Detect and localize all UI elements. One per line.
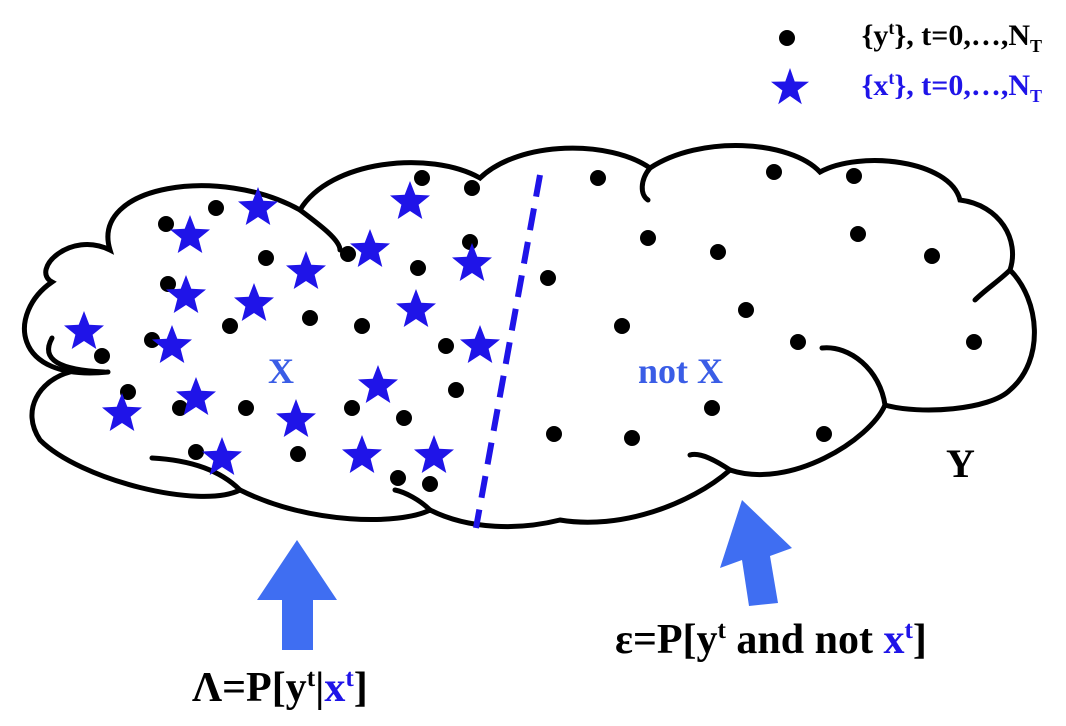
y-sample-dot <box>258 250 274 266</box>
x-sample-star <box>166 275 206 313</box>
x-sample-star <box>286 251 326 289</box>
x-sample-star <box>234 283 274 321</box>
set-y-label: Y <box>946 441 975 486</box>
y-sample-dot <box>172 400 188 416</box>
y-sample-dot <box>354 318 370 334</box>
legend-star-label: {xt}, t=0,…,NT <box>862 68 1042 107</box>
legend-dot-sup: t <box>888 18 895 38</box>
x-sample-star <box>176 377 216 415</box>
epsilon-arrow-icon <box>720 500 792 606</box>
lambda-formula-post: ] <box>353 665 368 711</box>
x-samples-stars <box>64 181 500 475</box>
y-sample-dot <box>340 246 356 262</box>
y-sample-dot <box>414 170 430 186</box>
x-sample-star <box>170 215 210 253</box>
x-sample-star <box>102 393 142 431</box>
legend-star-set-open: {x <box>861 69 889 102</box>
legend-star-sub: T <box>1029 86 1042 106</box>
y-sample-dot <box>710 244 726 260</box>
y-sample-dot <box>302 310 318 326</box>
y-sample-dot <box>438 338 454 354</box>
y-sample-dot <box>290 446 306 462</box>
x-sample-star <box>358 365 398 403</box>
y-sample-dot <box>238 400 254 416</box>
y-sample-dot <box>766 164 782 180</box>
x-sample-star <box>350 229 390 267</box>
epsilon-formula-sup-y: t <box>717 617 726 644</box>
y-sample-dot <box>462 234 478 250</box>
x-sample-star <box>276 399 316 437</box>
y-sample-dot <box>704 400 720 416</box>
y-sample-dot <box>344 400 360 416</box>
y-sample-dot <box>640 230 656 246</box>
y-sample-dot <box>464 180 480 196</box>
legend-star-shape <box>771 68 809 105</box>
y-sample-dot <box>850 226 866 242</box>
set-y-cloud-outline <box>21 143 1037 530</box>
y-sample-dot <box>410 260 426 276</box>
y-sample-dot <box>790 334 806 350</box>
y-sample-dot <box>448 382 464 398</box>
epsilon-formula-pre: ε=P[y <box>615 617 718 663</box>
y-sample-dot <box>222 318 238 334</box>
legend-dot-set-open: {y <box>861 19 889 52</box>
y-sample-dot <box>188 444 204 460</box>
region-not-x-label: not X <box>638 351 724 391</box>
y-sample-dot <box>390 470 406 486</box>
y-sample-dot <box>422 476 438 492</box>
y-sample-dot <box>120 384 136 400</box>
y-sample-dot <box>144 332 160 348</box>
x-sample-star <box>460 325 500 363</box>
y-sample-dot <box>160 276 176 292</box>
lambda-formula-sup-y: t <box>306 665 316 692</box>
x-sample-star <box>202 437 242 475</box>
lambda-formula-x: x <box>324 665 346 711</box>
y-sample-dot <box>966 334 982 350</box>
epsilon-formula-x: x <box>883 617 905 663</box>
epsilon-formula-post: ] <box>912 617 927 663</box>
epsilon-formula-sup-x: t <box>904 617 913 644</box>
x-boundary-divider <box>473 174 543 529</box>
lambda-formula: Λ=P[yt|xt] <box>192 664 368 712</box>
x-sample-star <box>152 325 192 363</box>
y-sample-dot <box>590 170 606 186</box>
y-sample-dot <box>396 410 412 426</box>
lambda-arrow-icon <box>257 540 337 650</box>
y-sample-dot <box>924 248 940 264</box>
x-sample-star <box>390 181 430 219</box>
lambda-formula-pre: Λ=P[y <box>192 665 307 711</box>
legend-dot-icon <box>779 30 795 46</box>
lambda-formula-mid: | <box>315 665 325 711</box>
x-sample-star <box>238 187 278 225</box>
legend-dot-sub: T <box>1029 36 1042 56</box>
x-sample-star <box>342 435 382 473</box>
y-sample-dot <box>540 270 556 286</box>
epsilon-formula-mid: and not <box>725 617 884 663</box>
y-sample-dot <box>816 426 832 442</box>
lambda-formula-sup-x: t <box>345 665 354 692</box>
x-sample-star <box>414 435 454 473</box>
y-samples-dots <box>94 164 982 492</box>
x-sample-star <box>396 289 436 327</box>
y-sample-dot <box>846 168 862 184</box>
x-sample-star <box>64 311 104 349</box>
legend-dot-label: {yt}, t=0,…,NT <box>862 18 1042 57</box>
y-sample-dot <box>614 318 630 334</box>
region-x-label: X <box>268 351 294 391</box>
y-sample-dot <box>546 426 562 442</box>
x-sample-star <box>452 243 492 281</box>
y-sample-dot <box>624 430 640 446</box>
legend-dot-set-close: }, t=0,…,N <box>894 19 1030 52</box>
y-sample-dot <box>738 302 754 318</box>
legend-star-icon <box>771 68 809 105</box>
y-sample-dot <box>208 200 224 216</box>
y-sample-dot <box>158 216 174 232</box>
y-sample-dot <box>94 348 110 364</box>
epsilon-formula: ε=P[yt and not xt] <box>615 616 927 664</box>
legend-star-sup: t <box>888 68 895 88</box>
legend-star-set-close: }, t=0,…,N <box>894 69 1030 102</box>
